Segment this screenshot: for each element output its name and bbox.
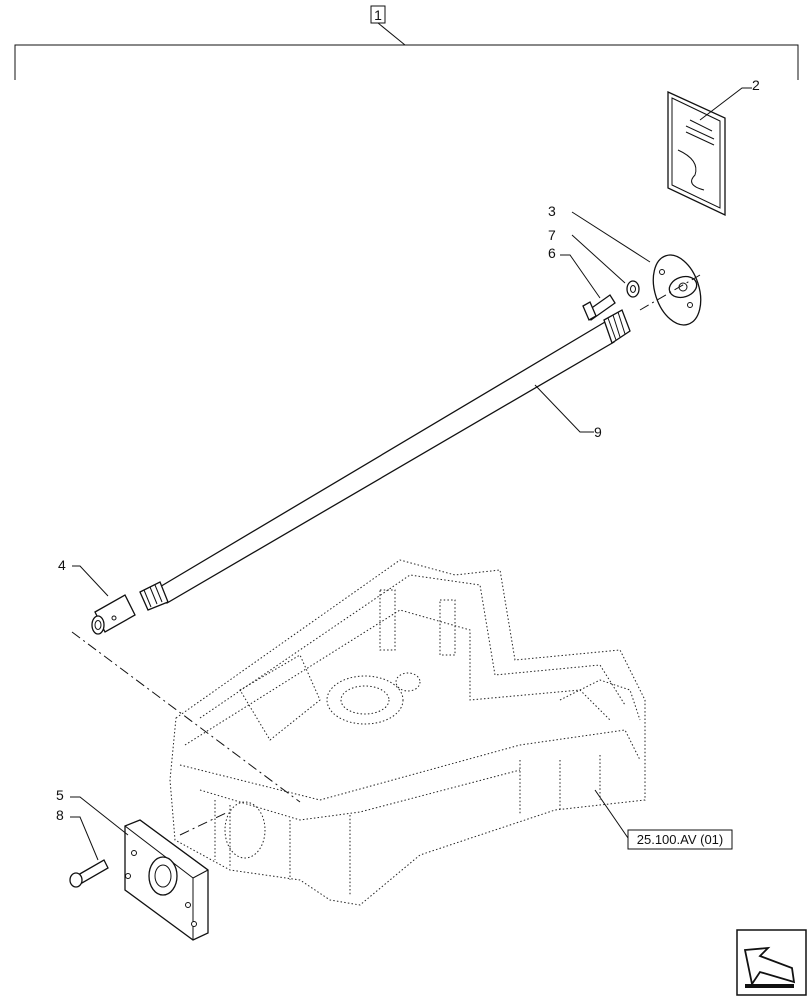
plate-part [124, 819, 209, 941]
callout-5: 5 [56, 787, 64, 803]
instruction-booklet-icon [667, 90, 726, 217]
assembly-label: 1 [374, 7, 382, 23]
flange-part [652, 254, 702, 326]
callout-7: 7 [548, 227, 556, 243]
callout-4: 4 [58, 557, 66, 573]
callout-3: 3 [548, 203, 556, 219]
callout-8: 8 [56, 807, 64, 823]
next-page-arrow-icon[interactable] [736, 929, 807, 996]
shaft-part [139, 309, 631, 611]
reference-label: 25.100.AV (01) [637, 832, 723, 847]
callout-2: 2 [752, 77, 760, 93]
washer-part [626, 280, 640, 298]
assembly-bracket: 1 [14, 5, 799, 80]
callout-6: 6 [548, 245, 556, 261]
transmission-housing [169, 559, 646, 906]
callout-9: 9 [594, 424, 602, 440]
bolt-part [582, 294, 616, 321]
cap-screw-part [69, 859, 109, 888]
coupling-part [91, 594, 136, 635]
